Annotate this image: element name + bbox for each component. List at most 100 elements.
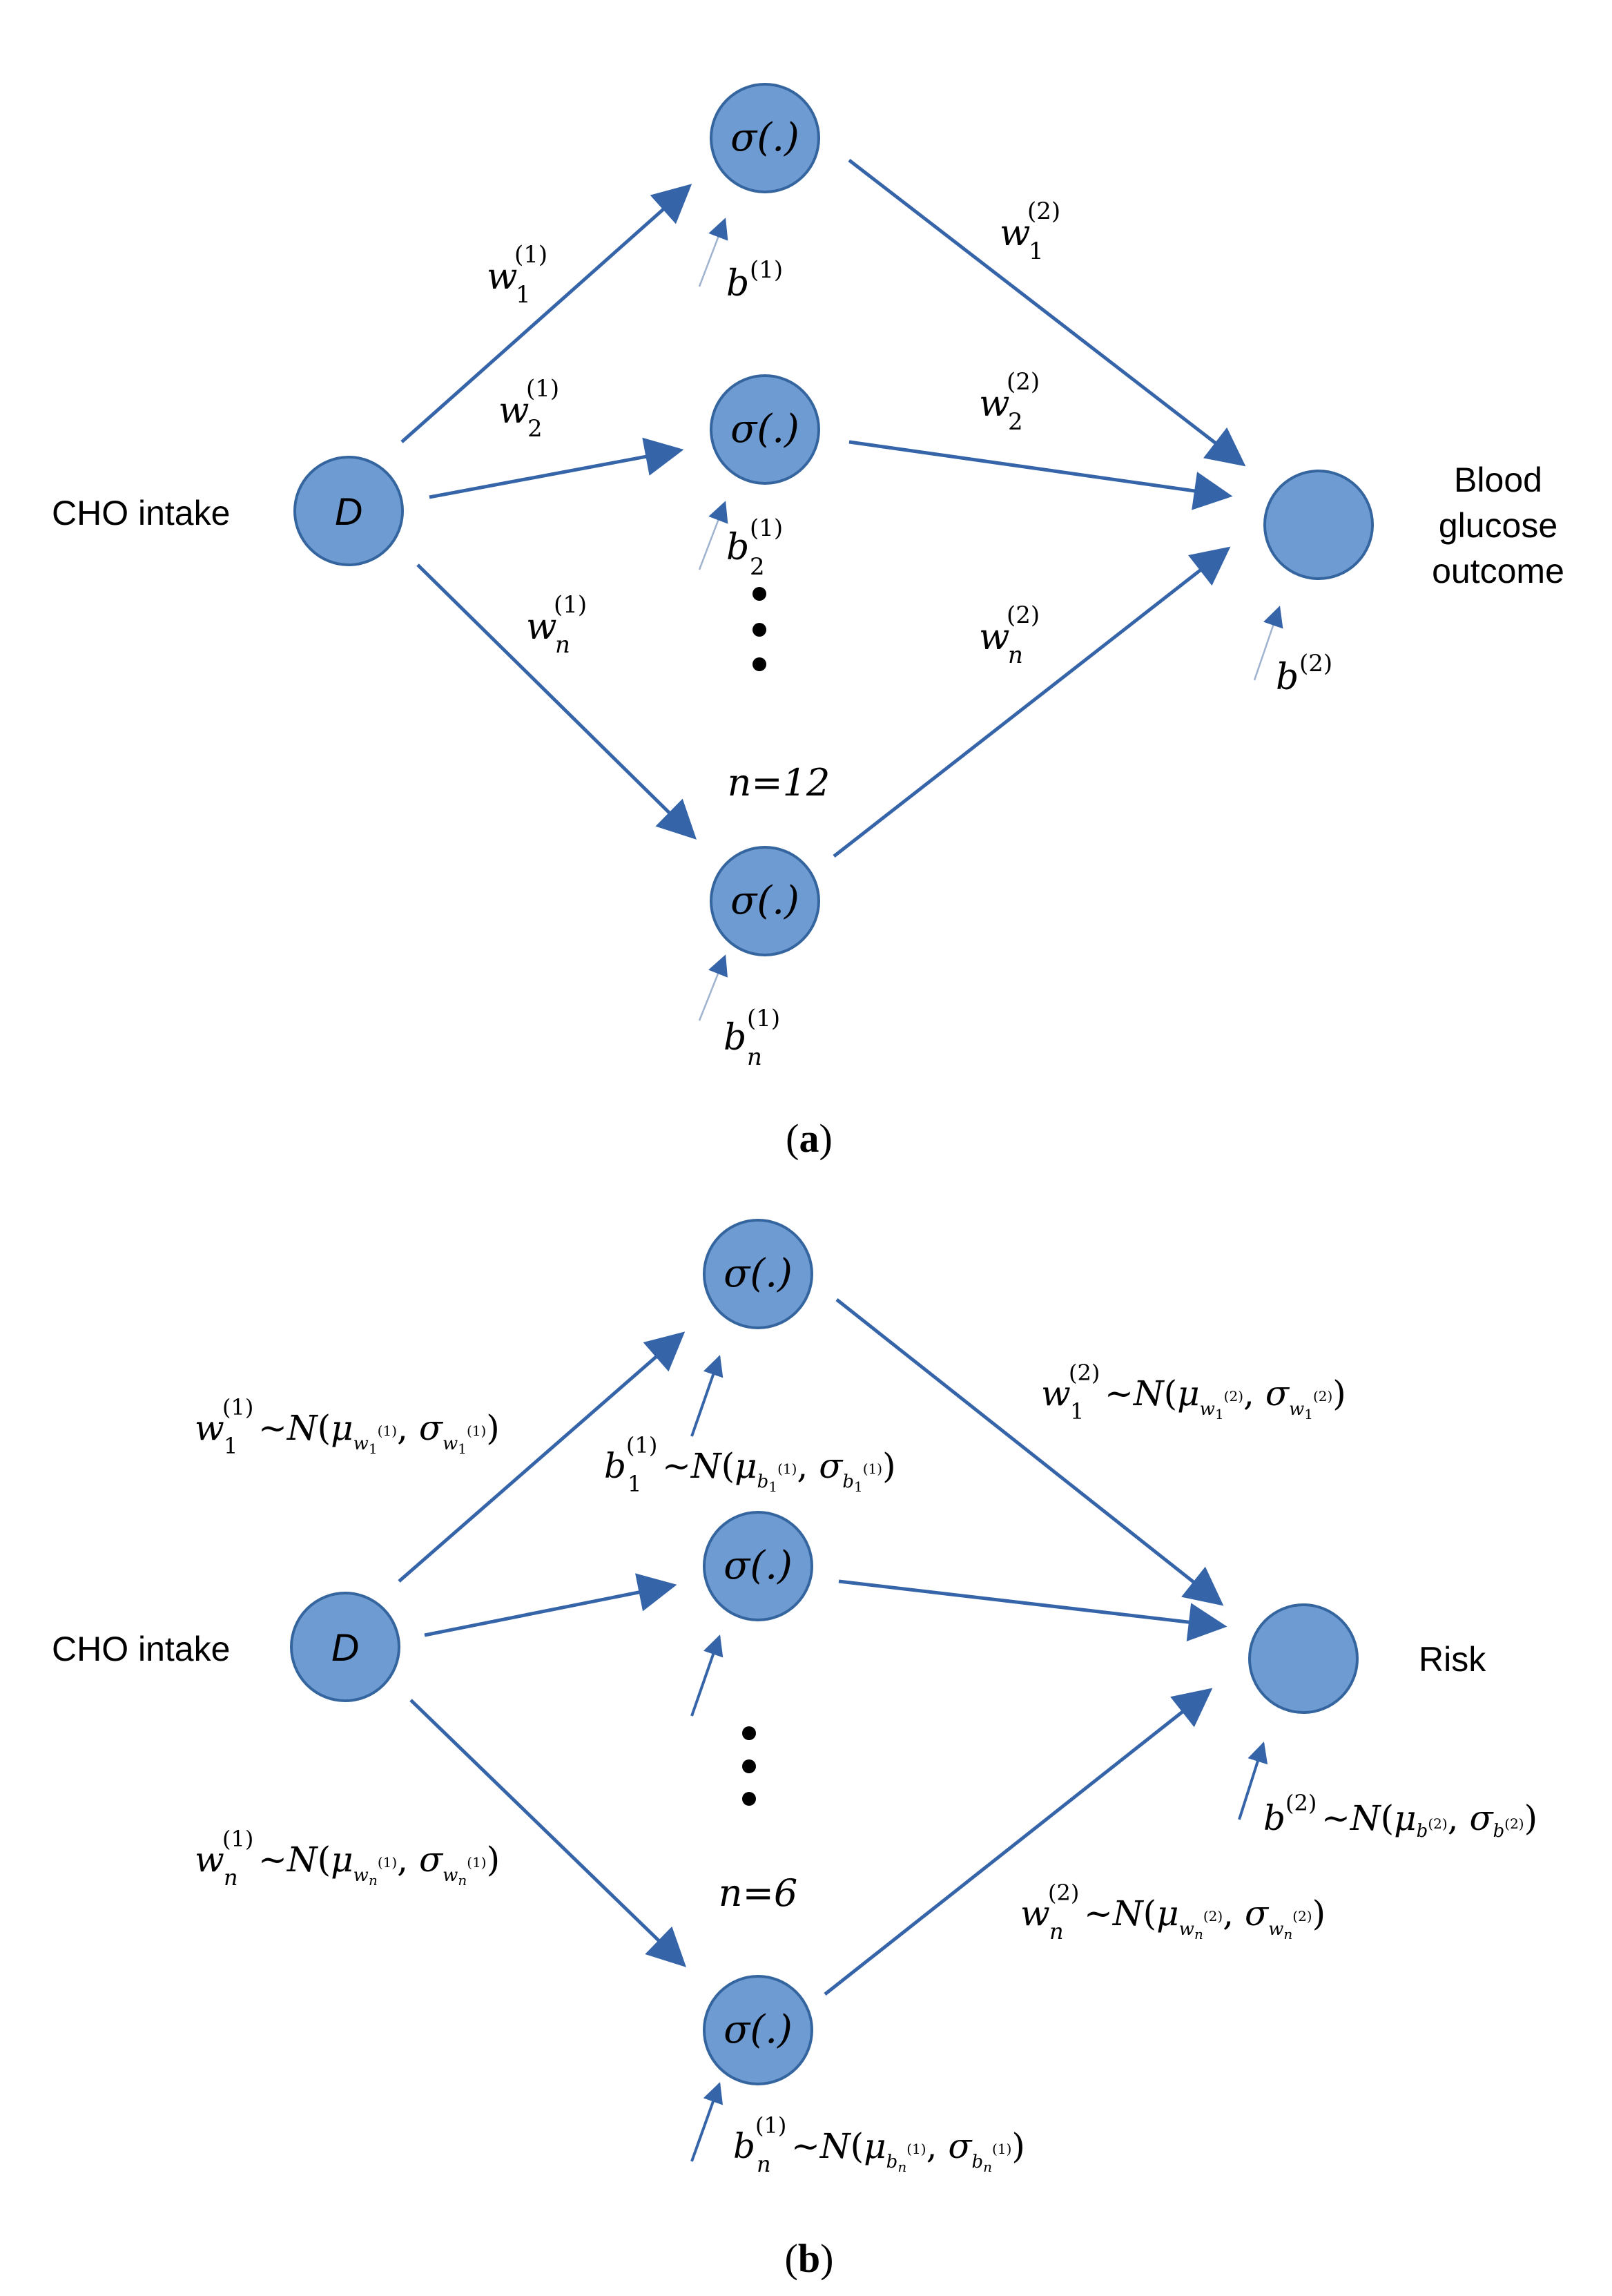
panel-a: D σ(.) σ(.) σ(.) CHO intake Blood glucos… — [52, 83, 1564, 1161]
mu-subsub: 1 — [768, 1478, 777, 1495]
bias-sub: 1 — [628, 1471, 641, 1497]
bias-base: b — [604, 1446, 626, 1486]
sigma-symbol: σ — [1469, 1798, 1494, 1838]
weight-dist: ~N(μw1(2), σw1(2)) — [1105, 1373, 1346, 1422]
hidden-node-a-1-text: σ(.) — [730, 115, 799, 160]
edge-b-out-2 — [838, 1579, 1227, 1641]
bias-base: b — [1276, 657, 1299, 698]
weight-a-out-2: w (2) 2 — [979, 368, 1040, 436]
weight-b-in-n: w (1) n ~N(μwn(1), σwn(1)) — [195, 1826, 500, 1891]
input-label-a: CHO intake — [52, 494, 230, 532]
mu-subsub: n — [1194, 1926, 1203, 1942]
mu-symbol: μ — [331, 1408, 353, 1448]
mu-sub: b — [1417, 1821, 1428, 1842]
bias-sup: (1) — [755, 2112, 786, 2139]
ellipsis-dot — [752, 587, 766, 601]
mu-subsub: 1 — [369, 1440, 378, 1457]
tilde: ~ — [1321, 1798, 1350, 1838]
edge-a-in-1 — [400, 184, 692, 443]
weight-sup: (1) — [526, 375, 559, 403]
comma: , — [1243, 1373, 1265, 1414]
weight-a-out-1: w (2) 1 — [1000, 197, 1060, 265]
bias-sup: (2) — [1299, 650, 1332, 677]
edge-a-in-2 — [429, 437, 684, 499]
mu-sub: w — [353, 1434, 369, 1454]
input-node-a — [293, 456, 404, 566]
mu-subsup: (1) — [906, 2141, 926, 2157]
edge-a-out-2 — [848, 440, 1233, 510]
hidden-node-b-n-label: σ(.) — [724, 2007, 793, 2052]
bias-dist: ~N(μb1(1), σb1(1)) — [662, 1446, 896, 1495]
mu-sub: w — [1200, 1399, 1215, 1420]
bias-base: b — [1263, 1798, 1285, 1838]
weight-b-out-1: w (2) 1 ~N(μw1(2), σw1(2)) — [1041, 1360, 1346, 1425]
mu-symbol: μ — [1156, 1893, 1179, 1933]
weight-base: w — [979, 383, 1010, 425]
weight-sup: (2) — [1007, 601, 1040, 629]
weight-b-out-n: w (2) n ~N(μwn(2), σwn(2)) — [1020, 1880, 1325, 1945]
mu-symbol: μ — [864, 2126, 886, 2166]
mu-sub: b — [886, 2152, 898, 2172]
caption-a-letter: a — [799, 1116, 819, 1161]
close-paren: ) — [486, 1408, 500, 1448]
bias-base: b — [726, 263, 749, 305]
close-paren: ) — [882, 1446, 896, 1486]
tilde: ~ — [1105, 1373, 1134, 1414]
edge-a-out-1 — [848, 159, 1246, 467]
input-node-a-label: D — [335, 490, 362, 533]
hidden-node-a-2 — [710, 374, 820, 485]
bias-b-n-arrow — [690, 2082, 724, 2162]
comma: , — [397, 1840, 419, 1880]
close-paren: ) — [1524, 1798, 1538, 1838]
mu-symbol: μ — [1394, 1798, 1417, 1838]
bias-base: b — [733, 2126, 755, 2166]
output-node-a — [1263, 470, 1374, 580]
bias-sup: (2) — [1285, 1790, 1317, 1816]
sigma-symbol: σ — [419, 1408, 444, 1448]
bias-b-1-arrow — [690, 1355, 724, 1437]
bias-a-out: b (2) — [1276, 650, 1332, 698]
sigma-subsup: (1) — [992, 2141, 1011, 2157]
sigma-symbol: σ — [819, 1446, 844, 1486]
output-label-a-line2: glucose — [1439, 506, 1557, 545]
tilde: ~ — [1084, 1893, 1113, 1933]
weight-dist: ~N(μwn(1), σwn(1)) — [258, 1840, 500, 1889]
hidden-node-a-2-label: σ(.) — [730, 407, 799, 452]
weight-sub: 1 — [516, 281, 531, 309]
mu-symbol: μ — [331, 1840, 353, 1880]
mu-subsub: n — [369, 1872, 378, 1889]
sigma-subsup: (2) — [1504, 1815, 1524, 1832]
mu-subsup: (1) — [378, 1422, 397, 1439]
bias-b-2-arrow — [690, 1634, 724, 1717]
bias-sup: (1) — [626, 1432, 657, 1458]
sigma-subsup: (2) — [1313, 1388, 1332, 1405]
weight-sub: 2 — [527, 415, 543, 443]
hidden-count-b: n=6 — [719, 1871, 797, 1915]
hidden-node-a-n — [710, 846, 820, 956]
weight-sup: (2) — [1069, 1360, 1100, 1386]
sigma-symbol: σ — [1265, 1373, 1290, 1414]
hidden-node-b-1-label: σ(.) — [724, 1251, 793, 1296]
caption-a: (a) — [786, 1116, 833, 1161]
comma: , — [797, 1446, 819, 1486]
weight-sup: (1) — [554, 591, 587, 619]
bias-sup: (1) — [750, 256, 783, 284]
output-label-b: Risk — [1419, 1640, 1486, 1679]
sigma-symbol: σ — [1245, 1893, 1270, 1933]
comma: , — [926, 2126, 949, 2166]
ellipsis-dot — [742, 1726, 756, 1740]
input-label-b: CHO intake — [52, 1630, 230, 1668]
bias-b-n: b (1) n ~N(μbn(1), σbn(1)) — [733, 2112, 1025, 2177]
mu-sub: b — [757, 1472, 769, 1492]
dist-name: N — [1112, 1893, 1145, 1933]
tilde: ~ — [662, 1446, 691, 1486]
hidden-node-b-1-text: σ(.) — [724, 1251, 793, 1296]
close-paren: ) — [487, 1840, 501, 1880]
caption-b-letter: b — [798, 2236, 820, 2281]
weight-a-in-2: w (1) 2 — [498, 375, 559, 443]
mu-subsup: (2) — [1224, 1388, 1243, 1405]
mu-subsub: n — [897, 2159, 906, 2175]
comma: , — [397, 1408, 419, 1448]
ellipsis-dot — [752, 657, 766, 671]
weight-sup: (2) — [1007, 368, 1040, 396]
